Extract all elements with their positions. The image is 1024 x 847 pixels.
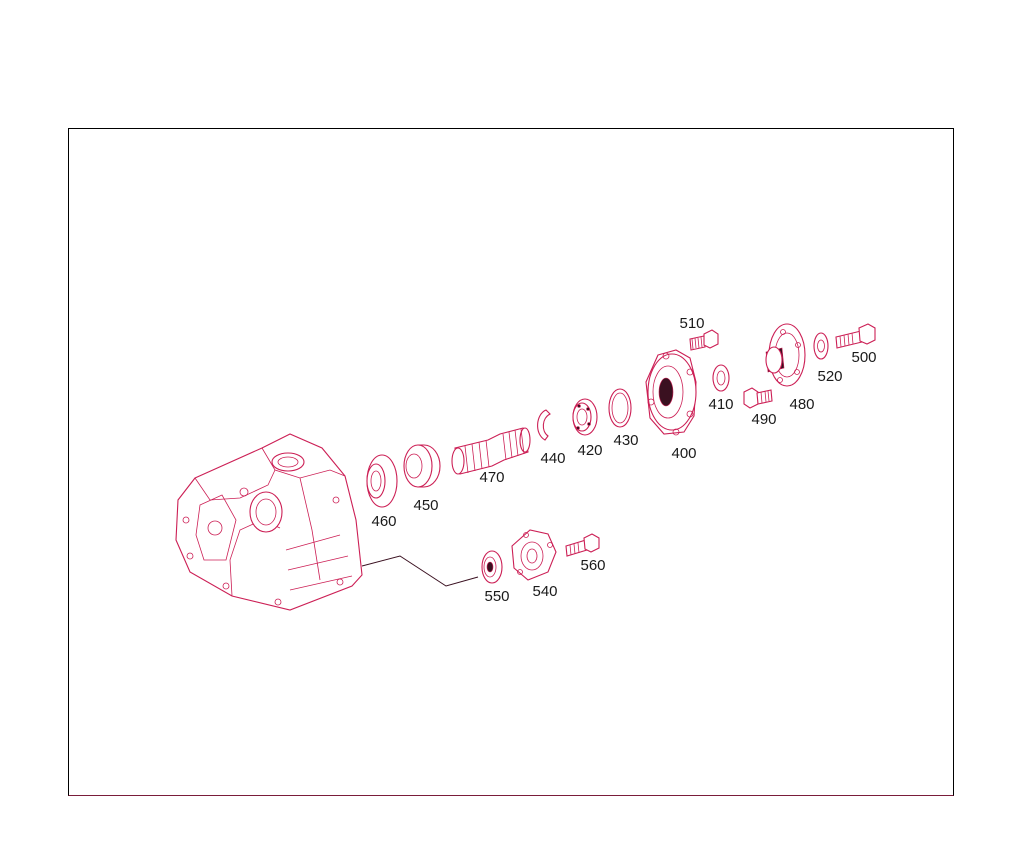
label-450: 450 [413,497,438,514]
seal-460-shape [366,454,398,508]
shaft-470-shape [451,427,531,475]
washer-510-shape [813,332,829,360]
cover-540-shape [511,529,557,581]
label-480: 480 [789,396,814,413]
label-440: 440 [540,450,565,467]
label-490: 490 [751,411,776,428]
label-420: 420 [577,442,602,459]
diagram-frame [68,128,954,796]
label-560: 560 [580,557,605,574]
washer-410-shape [712,364,730,392]
seal-550-shape [481,550,503,584]
leader-line [361,555,479,587]
bolt-560-shape [565,533,600,557]
bearing-420-shape [572,398,598,436]
label-430: 430 [613,432,638,449]
cover-400-shape [645,349,697,436]
bolt-500-shape [689,329,719,351]
flange-480-shape [765,323,806,387]
label-460: 460 [371,513,396,530]
label-550: 550 [484,588,509,605]
label-400: 400 [671,445,696,462]
bolt-520-shape [835,323,876,349]
bolt-490-shape [743,387,773,409]
label-410: 410 [708,396,733,413]
label-520: 500 [851,349,876,366]
label-470: 470 [479,469,504,486]
label-500: 510 [679,315,704,332]
circlip-440-shape [537,409,551,441]
ring-430-shape [608,388,632,428]
transmission-housing [175,433,363,611]
spacer-450-shape [403,444,441,488]
label-510: 520 [817,368,842,385]
label-540: 540 [532,583,557,600]
